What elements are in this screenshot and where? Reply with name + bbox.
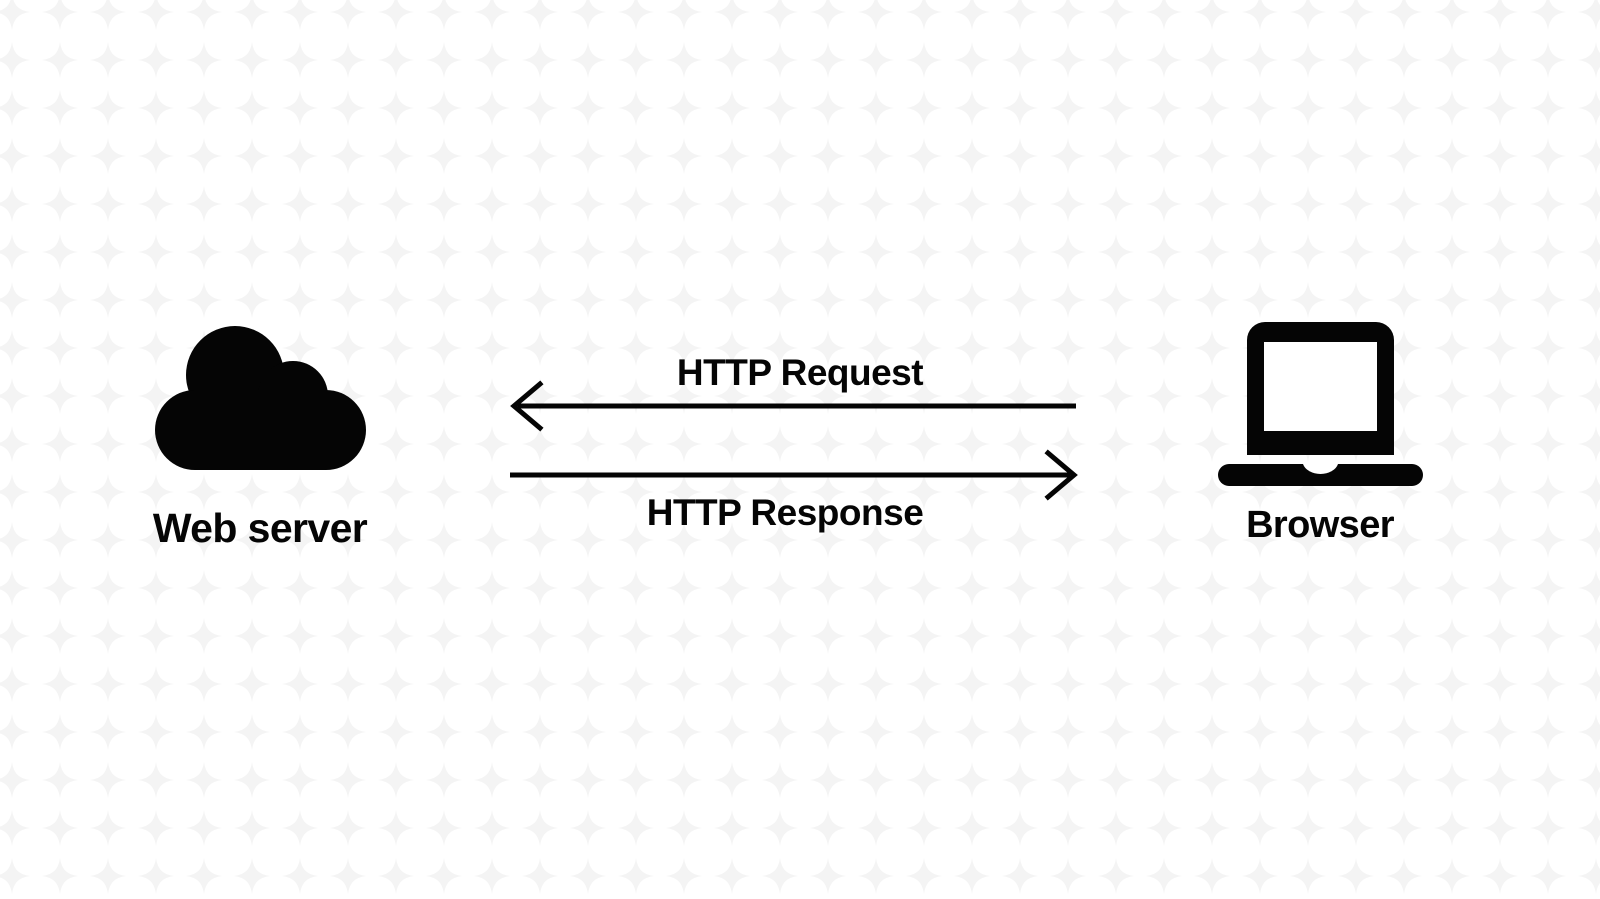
arrow-http-response xyxy=(510,449,1078,501)
node-label-browser: Browser xyxy=(1246,504,1394,546)
node-web-server: Web server xyxy=(100,318,420,549)
flow-label-http-response: HTTP Response xyxy=(646,492,924,533)
laptop-icon xyxy=(1213,318,1428,490)
cloud-icon xyxy=(153,318,368,476)
node-label-web-server: Web server xyxy=(152,505,368,551)
node-browser: Browser xyxy=(1160,318,1480,544)
flow-group: HTTP Request HTTP Response xyxy=(470,330,1110,550)
arrow-http-request xyxy=(510,380,1076,432)
